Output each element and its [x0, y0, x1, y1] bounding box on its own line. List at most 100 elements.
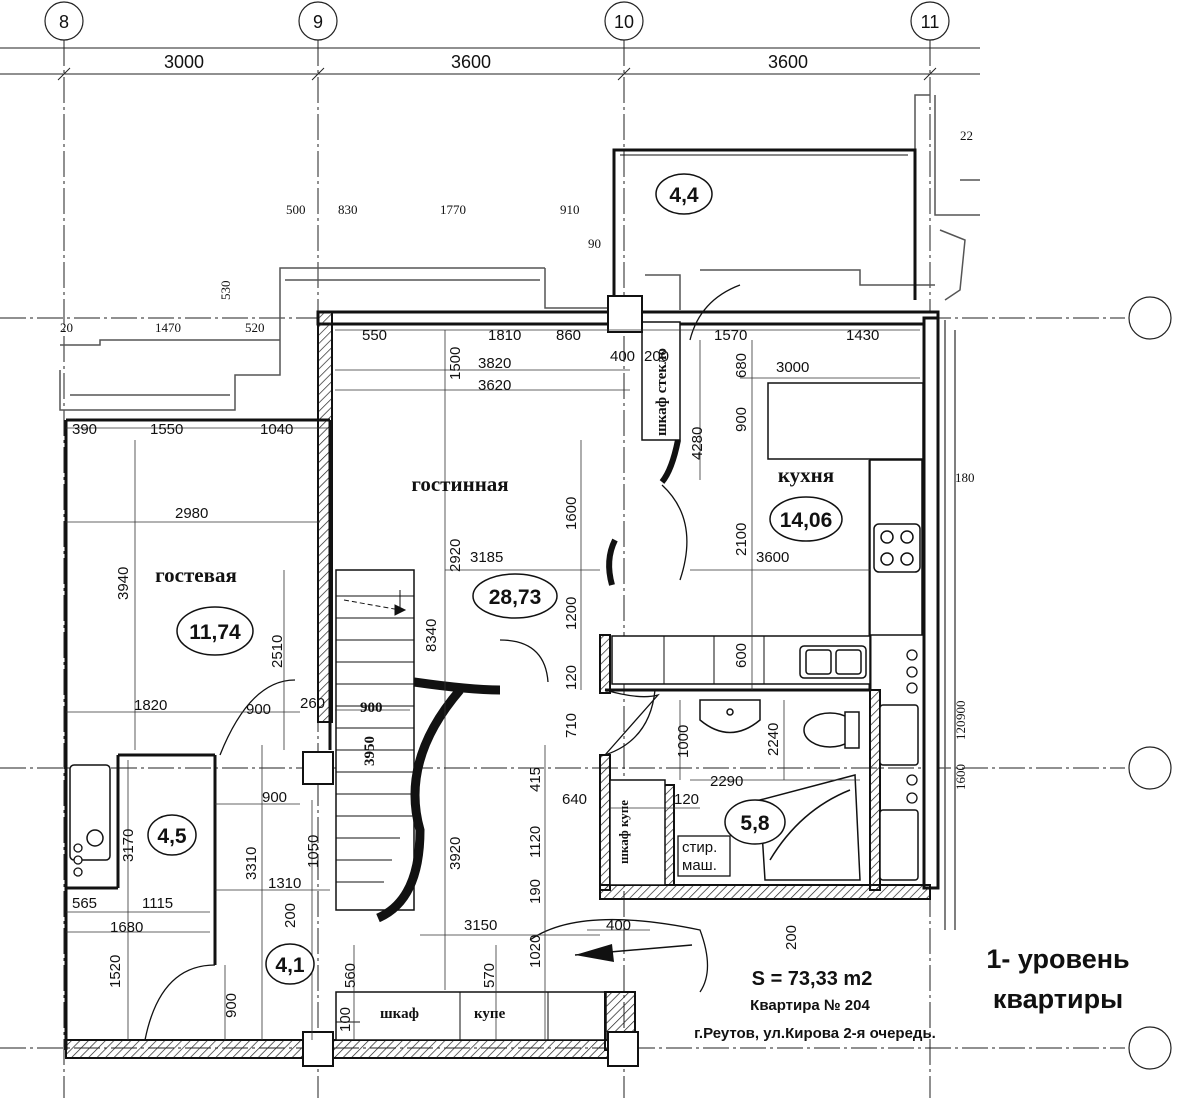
svg-text:3310: 3310 — [243, 847, 260, 880]
svg-text:900: 900 — [246, 701, 271, 718]
svg-text:1310: 1310 — [268, 875, 301, 892]
svg-text:400: 400 — [610, 348, 635, 365]
area-bubbles — [147, 496, 843, 985]
svg-text:90: 90 — [588, 236, 601, 251]
columns — [302, 295, 643, 1067]
svg-text:570: 570 — [481, 963, 498, 988]
svg-text:830: 830 — [338, 202, 358, 217]
svg-text:680: 680 — [733, 353, 750, 378]
axis-label-11: 11 — [921, 12, 940, 32]
svg-text:1520: 1520 — [107, 955, 124, 988]
svg-text:3920: 3920 — [447, 837, 464, 870]
wardrobe-top-label: шкаф стекло — [654, 348, 670, 436]
svg-text:1430: 1430 — [846, 327, 879, 344]
walls — [64, 310, 940, 1059]
svg-text:3600: 3600 — [756, 549, 789, 566]
room-name-kitchen: кухня — [778, 463, 834, 487]
svg-text:3940: 3940 — [115, 567, 132, 600]
balcony-area: 4,4 — [669, 184, 699, 207]
svg-text:910: 910 — [560, 202, 580, 217]
axis-bubbles — [44, 1, 1172, 1070]
svg-text:3820: 3820 — [478, 355, 511, 372]
svg-text:120: 120 — [953, 721, 968, 741]
svg-text:1500: 1500 — [447, 347, 464, 380]
svg-text:2100: 2100 — [733, 523, 750, 556]
svg-text:3950: 3950 — [362, 736, 378, 766]
svg-text:1770: 1770 — [440, 202, 466, 217]
svg-text:1470: 1470 — [155, 320, 181, 335]
apartment-number: Квартира № 204 — [750, 997, 870, 1014]
svg-text:4280: 4280 — [689, 427, 706, 460]
wardrobe-mid-label: шкаф купе — [616, 800, 631, 864]
svg-text:180: 180 — [955, 470, 975, 485]
svg-text:22: 22 — [960, 128, 973, 143]
svg-text:500: 500 — [286, 202, 306, 217]
svg-text:860: 860 — [556, 327, 581, 344]
total-area: S = 73,33 m2 — [752, 968, 873, 990]
stair-treads — [336, 590, 414, 883]
svg-text:640: 640 — [562, 791, 587, 808]
svg-text:1200: 1200 — [563, 597, 580, 630]
svg-text:190: 190 — [527, 879, 544, 904]
svg-text:1120: 1120 — [527, 826, 544, 858]
hall-small-area: 4,5 — [157, 825, 187, 848]
furniture-labels: шкаф стекло шкаф купе шкаф купе стир. ма… — [380, 348, 717, 1022]
svg-text:2240: 2240 — [765, 723, 782, 756]
svg-text:1810: 1810 — [488, 327, 521, 344]
svg-text:200: 200 — [783, 925, 800, 950]
svg-text:3170: 3170 — [120, 829, 137, 862]
room-name-living: гостинная — [411, 472, 508, 496]
svg-text:100: 100 — [337, 1007, 354, 1032]
kitchen-area: 14,06 — [780, 509, 833, 532]
svg-text:1000: 1000 — [675, 725, 692, 758]
hall-area: 4,1 — [275, 954, 305, 977]
bathroom-fixtures — [69, 699, 919, 881]
sink-icon — [799, 645, 867, 679]
svg-text:900: 900 — [953, 701, 968, 721]
top-dim-1: 3000 — [164, 52, 204, 72]
top-dim-2: 3600 — [451, 52, 491, 72]
address: г.Реутов, ул.Кирова 2-я очередь. — [694, 1025, 936, 1042]
dimension-lines — [66, 329, 920, 1040]
svg-text:1680: 1680 — [110, 919, 143, 936]
svg-text:900: 900 — [733, 407, 750, 432]
svg-text:200: 200 — [282, 903, 299, 928]
svg-text:1820: 1820 — [134, 697, 167, 714]
svg-text:1040: 1040 — [260, 421, 293, 438]
svg-text:2920: 2920 — [447, 539, 464, 572]
svg-text:900: 900 — [262, 789, 287, 806]
svg-text:900: 900 — [223, 993, 240, 1018]
dimension-text: 550 1810 860 400 200 1570 1430 3820 3620… — [72, 327, 879, 936]
svg-text:1020: 1020 — [527, 935, 544, 968]
svg-text:560: 560 — [342, 963, 359, 988]
doors — [144, 284, 741, 1041]
axis-label-8: 8 — [59, 12, 69, 32]
svg-text:1550: 1550 — [150, 421, 183, 438]
svg-text:400: 400 — [606, 917, 631, 934]
svg-text:120: 120 — [674, 791, 699, 808]
wardrobe-bottom-label-1: шкаф — [380, 1006, 419, 1022]
svg-text:3185: 3185 — [470, 549, 503, 566]
svg-text:120: 120 — [563, 665, 580, 690]
svg-text:550: 550 — [362, 327, 387, 344]
washer-label-1: стир. — [682, 839, 717, 856]
top-dim-3: 3600 — [768, 52, 808, 72]
balcony-area-bubble — [655, 173, 713, 215]
axis-label-10: 10 — [614, 12, 634, 32]
svg-text:1115: 1115 — [142, 895, 173, 912]
axis-label-9: 9 — [313, 12, 323, 32]
svg-text:2290: 2290 — [710, 773, 743, 790]
svg-text:520: 520 — [245, 320, 265, 335]
svg-text:260: 260 — [300, 695, 325, 712]
svg-text:3620: 3620 — [478, 377, 511, 394]
level-title-1: 1- уровень — [986, 944, 1129, 974]
guest-area: 11,74 — [189, 621, 241, 644]
existing-structure — [59, 94, 980, 930]
svg-text:1600: 1600 — [563, 497, 580, 530]
entrance-arrow — [574, 944, 693, 962]
burner-dots — [73, 649, 918, 877]
living-area: 28,73 — [489, 586, 542, 609]
svg-text:2980: 2980 — [175, 505, 208, 522]
svg-text:600: 600 — [733, 643, 750, 668]
svg-text:200: 200 — [644, 348, 669, 365]
